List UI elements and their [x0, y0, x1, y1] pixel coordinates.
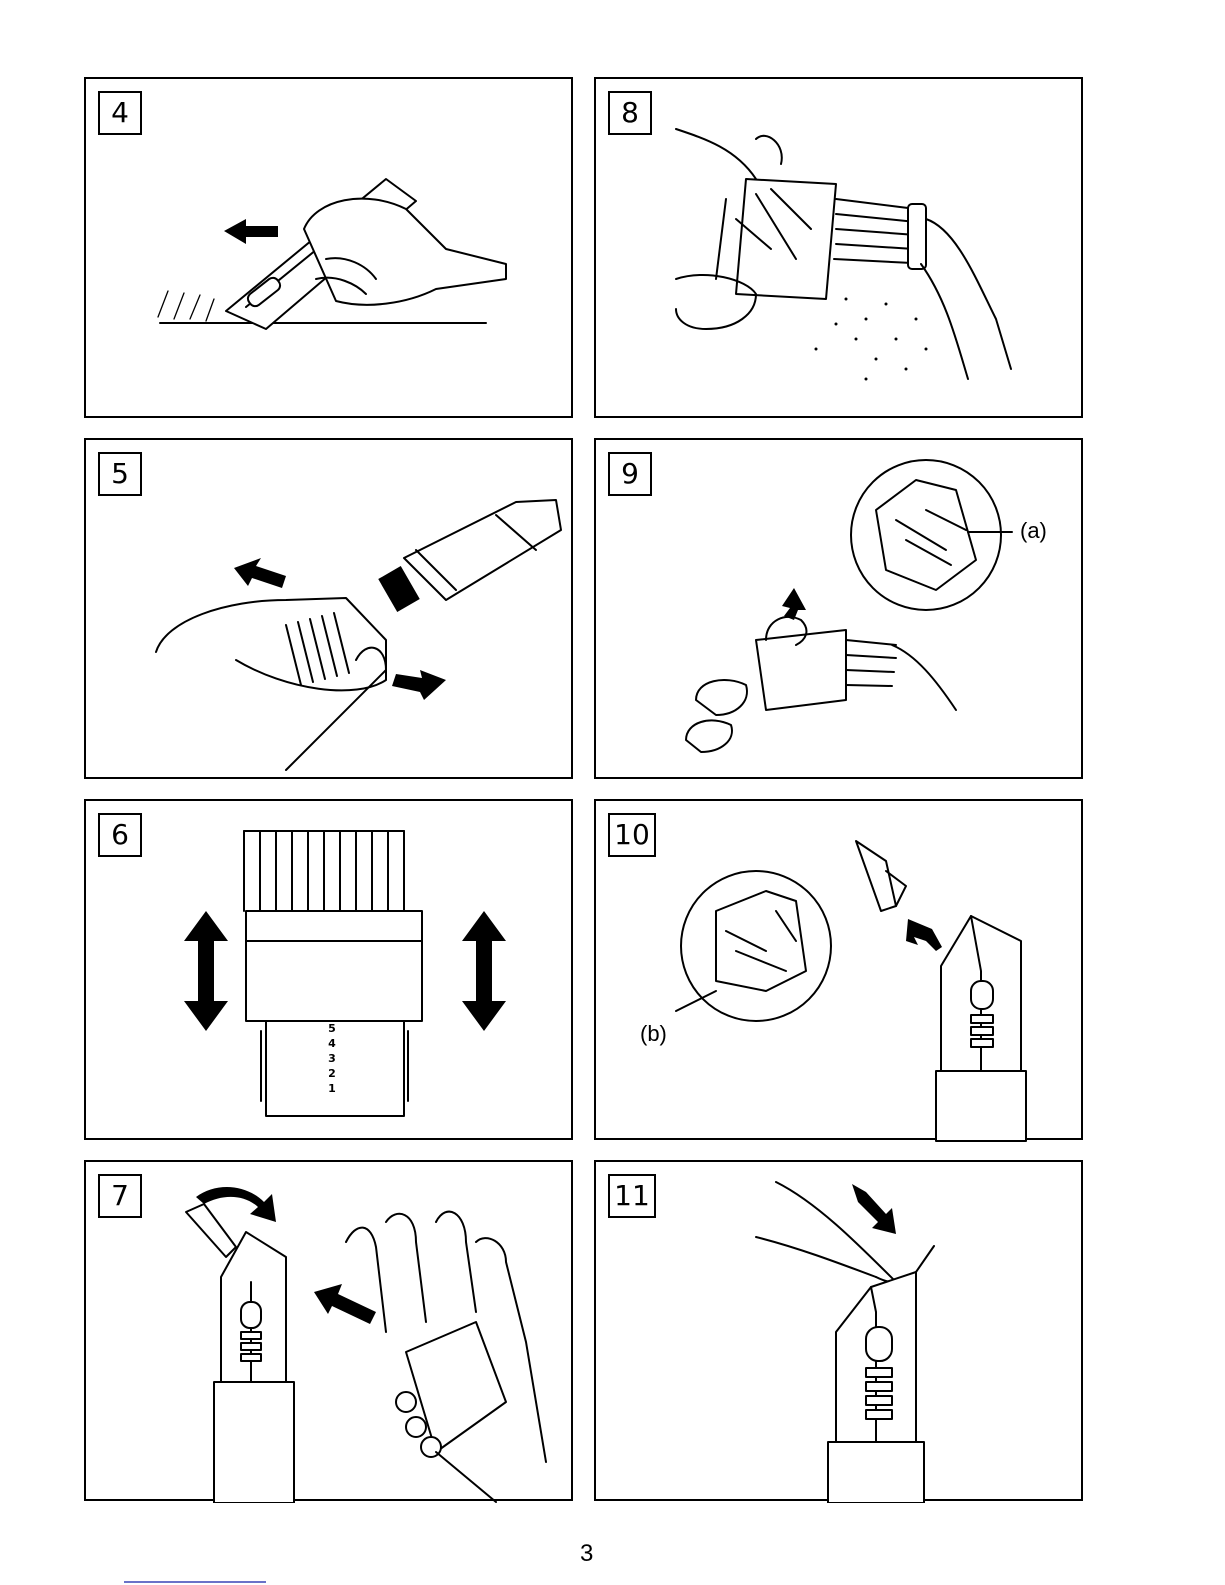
- comb-scale-3: 3: [322, 1051, 342, 1066]
- panel-step-8: 8: [594, 77, 1083, 418]
- illustration-remove-blade-icon: [86, 1162, 575, 1503]
- callout-a: (a): [1020, 518, 1047, 544]
- illustration-attach-comb-icon: [86, 440, 575, 781]
- comb-scale-4: 4: [322, 1036, 342, 1051]
- page-number: 3: [580, 1540, 593, 1568]
- panel-step-7: 7: [84, 1160, 573, 1501]
- panel-step-4: 4: [84, 77, 573, 418]
- scan-artifact-line: [124, 1581, 266, 1583]
- panel-step-10: 10 (b): [594, 799, 1083, 1140]
- callout-b: (b): [640, 1021, 667, 1047]
- comb-scale-1: 1: [322, 1081, 342, 1096]
- comb-scale-2: 2: [322, 1066, 342, 1081]
- panel-step-11: 11: [594, 1160, 1083, 1501]
- illustration-reinsert-blade-icon: [596, 801, 1085, 1142]
- comb-scale-5: 5: [322, 1021, 342, 1036]
- illustration-press-blade-icon: [596, 440, 1085, 781]
- illustration-press-blade-in-icon: [596, 1162, 1085, 1503]
- illustration-brush-cleaning-icon: [596, 79, 1085, 420]
- panel-step-5: 5: [84, 438, 573, 779]
- panel-step-9: 9 (a): [594, 438, 1083, 779]
- panel-step-6: 6 5 4 3 2 1: [84, 799, 573, 1140]
- comb-scale: 5 4 3 2 1: [322, 1021, 342, 1096]
- illustration-trimming-icon: [86, 79, 575, 420]
